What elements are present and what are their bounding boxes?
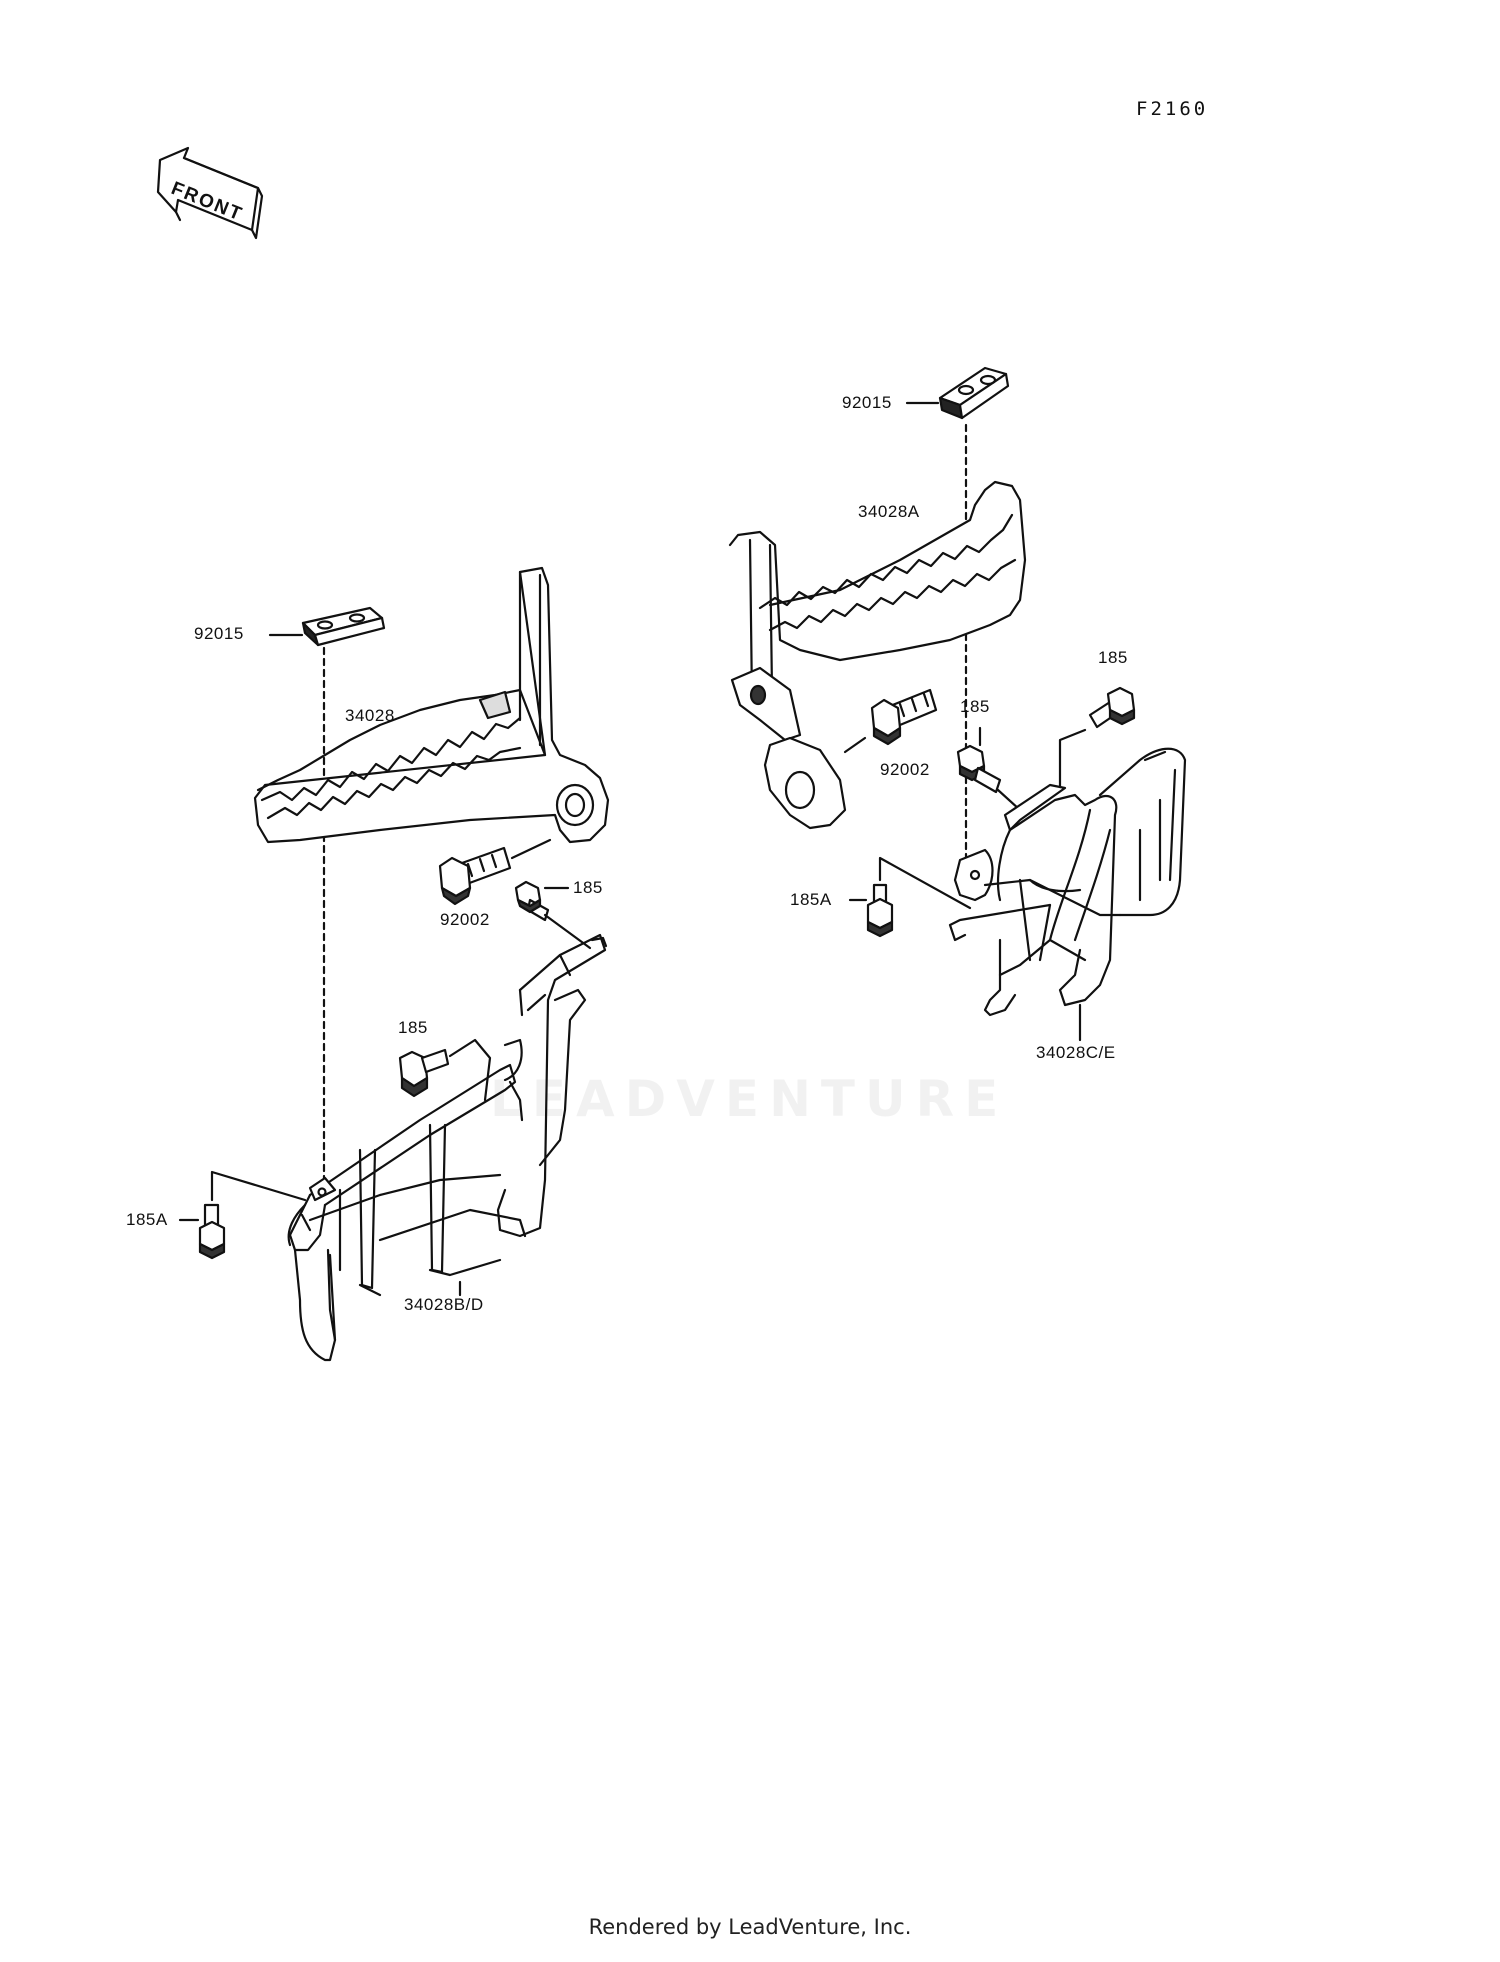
callout-34028CE-right: 34028C/E	[1036, 1043, 1116, 1062]
callout-34028-left: 34028	[345, 706, 395, 725]
bolt-185A-left	[198, 1203, 226, 1260]
callout-34028BD-left: 34028B/D	[404, 1295, 484, 1314]
footer-credit: Rendered by LeadVenture, Inc.	[588, 1915, 912, 1939]
guard-34028CE-right	[948, 747, 1187, 1017]
callout-185A-right: 185A	[790, 890, 832, 909]
bolt-92002-right	[870, 688, 938, 746]
diagram-code: F2160	[1136, 98, 1209, 120]
plate-92015-left	[301, 606, 386, 647]
footstep-34028A-right	[728, 480, 1027, 830]
callout-185-left-upper: 185	[573, 878, 603, 897]
callout-185-left-mid: 185	[398, 1018, 428, 1037]
bolt-92002-left	[438, 846, 512, 906]
callout-92015-left: 92015	[194, 624, 244, 643]
bolt-185-right-upper	[1088, 686, 1136, 729]
bolt-185-left-mid	[398, 1048, 450, 1098]
bolt-185-right-mid	[956, 744, 1002, 794]
bolt-185A-right	[866, 883, 894, 938]
plate-92015-right	[938, 366, 1010, 420]
callout-185A-left: 185A	[126, 1210, 168, 1229]
footstep-34028-left	[253, 566, 610, 844]
watermark: LEADVENTURE	[490, 1070, 1009, 1128]
callout-92015-right: 92015	[842, 393, 892, 412]
callout-34028A-right: 34028A	[858, 502, 920, 521]
callout-92002-right: 92002	[880, 760, 930, 779]
front-arrow-icon	[156, 146, 264, 240]
guard-34028BD-left	[287, 933, 608, 1362]
callout-185-right-upper: 185	[1098, 648, 1128, 667]
bolt-185-left-upper	[514, 880, 550, 922]
callout-185-right-mid: 185	[960, 697, 990, 716]
callout-92002-left: 92002	[440, 910, 490, 929]
